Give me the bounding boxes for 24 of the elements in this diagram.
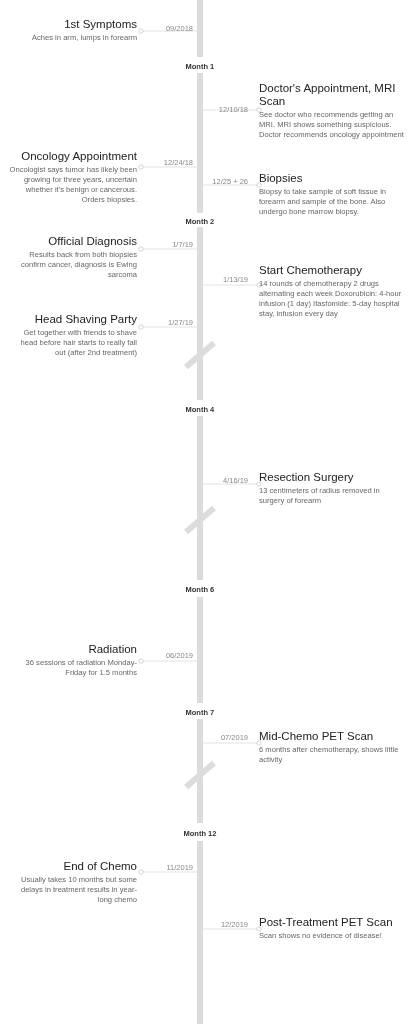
connector-line bbox=[202, 926, 262, 932]
connector-line bbox=[202, 740, 262, 746]
connector-line bbox=[138, 869, 198, 875]
connector-line bbox=[202, 107, 262, 113]
event-title: End of Chemo bbox=[62, 860, 137, 873]
event-title: Radiation bbox=[87, 643, 137, 656]
event-title: Resection Surgery bbox=[259, 471, 355, 484]
connector-line bbox=[138, 658, 198, 664]
event-title: Official Diagnosis bbox=[47, 235, 137, 248]
connector-line bbox=[202, 182, 262, 188]
event-title: Doctor's Appointment, MRI Scan bbox=[259, 82, 397, 108]
event-title: Mid-Chemo PET Scan bbox=[259, 730, 375, 743]
event-title: Head Shaving Party bbox=[33, 313, 137, 326]
event-title: Start Chemotherapy bbox=[259, 264, 363, 277]
event-title: Oncology Appointment bbox=[20, 150, 137, 163]
event-title: Post-Treatment PET Scan bbox=[259, 916, 394, 929]
connector-line bbox=[138, 246, 198, 252]
connector-line bbox=[138, 324, 198, 330]
event-title: 1st Symptoms bbox=[63, 18, 137, 31]
connector-line bbox=[202, 282, 262, 288]
connector-line bbox=[138, 164, 198, 170]
connector-line bbox=[138, 28, 198, 34]
connector-line bbox=[202, 481, 262, 487]
event-title: Biopsies bbox=[259, 172, 304, 185]
